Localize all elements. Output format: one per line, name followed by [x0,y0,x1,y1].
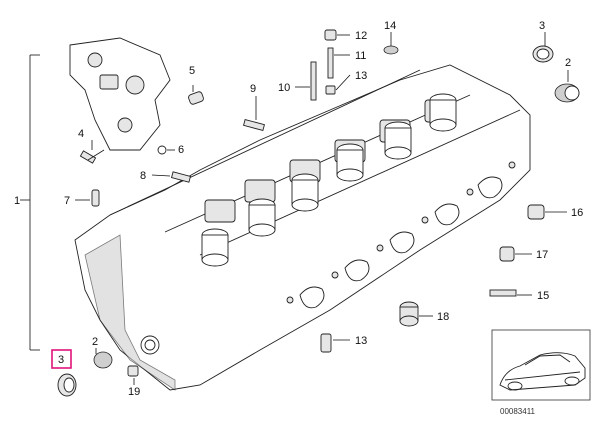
plug-3-bottom[interactable] [57,373,77,397]
sleeve-16[interactable] [527,204,545,220]
reference-code: 00083411 [500,407,536,416]
callout-7: 7 [64,195,70,207]
sleeve-13-bottom[interactable] [320,333,332,353]
highlight-box [51,349,72,369]
sleeve-19[interactable] [127,365,139,377]
stud-9[interactable] [243,118,265,132]
callout-14: 14 [384,20,396,32]
callout-4: 4 [78,128,84,140]
o-ring-6[interactable] [157,145,167,155]
cap-2-top[interactable] [554,83,580,103]
callout-12: 12 [355,30,367,42]
sleeve-18[interactable] [399,301,419,327]
vehicle-thumbnail: 00083411 [491,329,591,416]
callout-11: 11 [355,50,366,62]
sleeve-5[interactable] [188,91,205,105]
sleeve-17[interactable] [499,246,515,262]
exhaust-ports [299,176,503,309]
nut-12[interactable] [324,29,337,41]
stud-10[interactable] [310,61,317,101]
callout-labels: 1 2 2 3 3 4 5 6 7 8 9 10 11 12 13 13 14 … [14,20,583,398]
callout-2-bottom: 2 [92,336,98,348]
cylinder-head[interactable] [74,64,531,391]
cap-2-bottom[interactable] [93,351,113,369]
callout-9: 9 [250,83,256,95]
callout-13-top: 13 [355,70,367,82]
bolt-4[interactable] [79,149,105,164]
callout-6: 6 [178,144,184,156]
callout-1: 1 [14,195,20,207]
callout-17: 17 [536,249,548,261]
stud-11[interactable] [327,47,334,79]
leader-lines [75,32,569,385]
callout-5: 5 [189,65,195,77]
tappet-bores [201,93,457,267]
assembly-bracket [20,54,40,351]
callout-10: 10 [278,82,290,94]
plug-3-top[interactable] [532,45,554,63]
callout-13-bottom: 13 [355,335,367,347]
callout-8: 8 [140,170,146,182]
callout-16: 16 [571,207,583,219]
sleeve-13-top[interactable] [325,85,336,95]
stud-8[interactable] [170,171,192,183]
callout-3-top: 3 [539,20,545,32]
vanos-bracket[interactable] [69,37,171,151]
callout-3-bottom: 3 [58,354,64,366]
stud-7[interactable] [91,189,100,207]
stud-15[interactable] [489,289,517,297]
callout-2-top: 2 [565,57,571,69]
flange-bolts [286,161,516,304]
callout-18: 18 [437,311,449,323]
seal-14[interactable] [383,45,399,55]
callout-19: 19 [128,386,140,398]
callout-15: 15 [537,290,549,302]
